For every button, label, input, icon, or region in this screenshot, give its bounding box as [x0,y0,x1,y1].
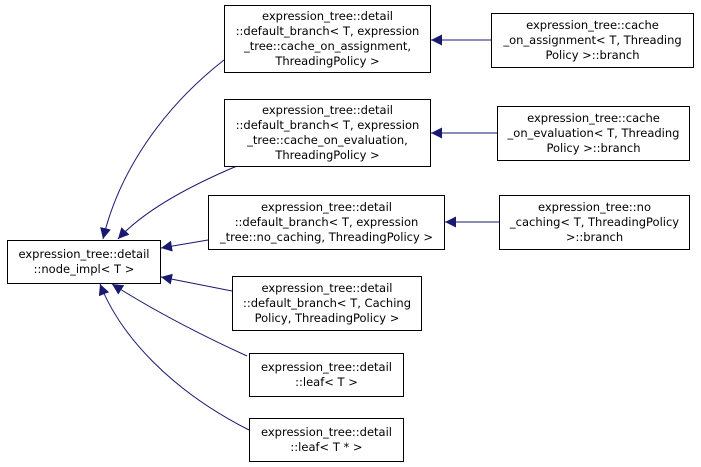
node-line: _on_assignment< T, Threading [503,33,682,47]
edge-leaf-to-node-impl [111,283,248,357]
node-leaf-t-ptr[interactable]: expression_tree::detail ::leaf< T * > [249,418,404,462]
edges [98,34,499,431]
node-line: _tree::cache_on_assignment, [243,39,412,53]
node-leaf-t[interactable]: expression_tree::detail ::leaf< T > [249,353,404,397]
edge-caching-policy-to-node-impl [160,273,233,292]
node-line: ::leaf< T > [295,375,358,389]
node-default-branch-caching-policy[interactable]: expression_tree::detail ::default_branch… [232,276,422,331]
node-line: expression_tree::detail [261,425,392,439]
edge-cache-on-evaluation-to-node-impl [117,165,238,240]
node-line: expression_tree::detail [261,281,393,295]
node-line: expression_tree::detail [261,200,392,214]
node-line: _tree::no_caching, ThreadingPolicy > [219,230,434,244]
node-line: expression_tree::detail [262,103,393,117]
node-default-branch-cache-on-assignment[interactable]: expression_tree::detail ::default_branch… [224,5,431,73]
node-line: ::default_branch< T, expression [234,215,419,229]
node-line: expression_tree::cache [526,18,659,32]
node-line: _tree::cache_on_evaluation, [247,133,408,147]
node-line: expression_tree::cache [527,111,660,125]
edge-no-caching-to-node-impl [160,239,209,252]
node-line: expression_tree::detail [261,360,392,374]
edge-cache-on-assignment-to-node-impl [100,59,225,240]
node-line: expression_tree::no [538,200,651,214]
node-node-impl[interactable]: expression_tree::detail ::node_impl< T > [7,240,161,284]
edge-leaf-ptr-to-node-impl [98,283,250,431]
node-default-branch-cache-on-evaluation[interactable]: expression_tree::detail ::default_branch… [224,99,431,167]
node-line: >::branch [565,230,624,244]
node-line: ::default_branch< T, expression [235,118,420,132]
node-line: ThreadingPolicy > [275,54,380,68]
node-default-branch-no-caching[interactable]: expression_tree::detail ::default_branch… [208,195,445,250]
node-cache-on-assignment-branch[interactable]: expression_tree::cache _on_assignment< T… [491,13,694,68]
node-line: ::node_impl< T > [33,262,135,276]
node-line: ::default_branch< T, expression [235,24,420,38]
node-line: ::default_branch< T, Caching [242,296,412,310]
node-cache-on-evaluation-branch[interactable]: expression_tree::cache _on_evaluation< T… [497,106,690,161]
node-line: expression_tree::detail [262,9,393,23]
node-line: expression_tree::detail [18,247,150,261]
node-line: Policy >::branch [546,141,641,155]
node-line: Policy, ThreadingPolicy > [254,311,400,325]
node-line: ThreadingPolicy > [275,148,380,162]
node-no-caching-branch[interactable]: expression_tree::no _caching< T, Threadi… [499,195,690,250]
node-line: _on_evaluation< T, Threading [507,126,680,140]
node-line: Policy >::branch [545,48,640,62]
node-line: _caching< T, ThreadingPolicy [509,215,680,229]
node-line: ::leaf< T * > [290,440,363,454]
